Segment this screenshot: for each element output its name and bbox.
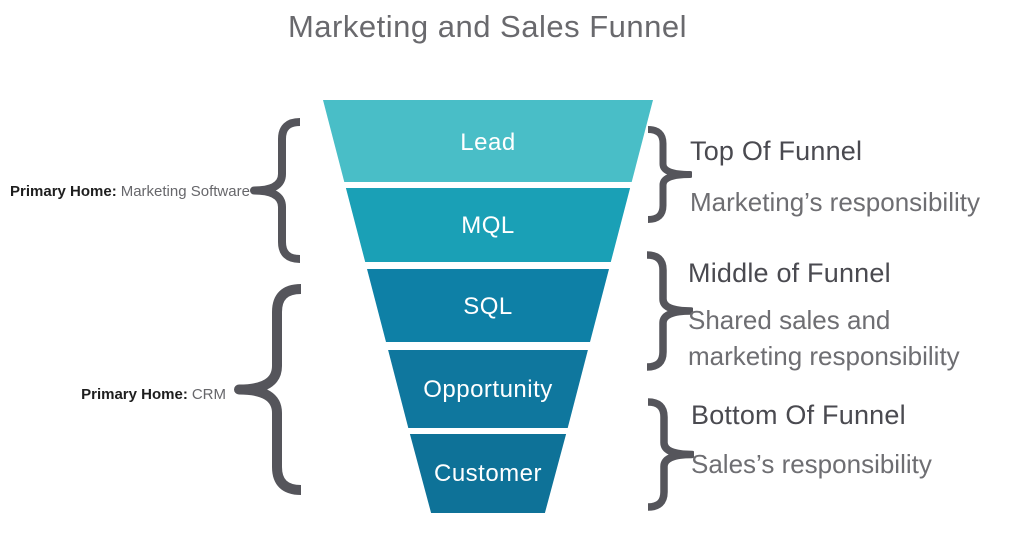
funnel-label-sql: SQL	[463, 293, 513, 320]
funnel-segment-customer	[409, 434, 567, 513]
funnel-segment-opportunity	[388, 350, 588, 428]
left-brace-crm-icon	[234, 284, 302, 495]
annotation-label: Primary Home:	[81, 386, 188, 403]
funnel-segment-mql	[345, 188, 631, 262]
middle-of-funnel-heading: Middle of Funnel	[688, 258, 891, 288]
right-brace-bottom-of-funnel-icon	[647, 398, 694, 511]
funnel-label-customer: Customer	[434, 460, 542, 487]
funnel-label-mql: MQL	[461, 212, 515, 239]
bottom-of-funnel-description: Sales’s responsibility	[691, 449, 932, 479]
bottom-of-funnel-heading: Bottom Of Funnel	[691, 400, 906, 430]
funnel-label-opportunity: Opportunity	[423, 376, 553, 403]
top-of-funnel-heading: Top Of Funnel	[690, 136, 863, 166]
left-brace-marketing-software-icon	[250, 118, 301, 263]
funnel-label-lead: Lead	[460, 129, 515, 156]
annotation-label: Primary Home:	[10, 183, 117, 200]
funnel-segment-sql	[367, 269, 609, 342]
top-of-funnel-description: Marketing’s responsibility	[690, 187, 980, 217]
funnel-chart: Lead MQL SQL Opportunity Customer	[323, 100, 653, 513]
right-brace-top-of-funnel-icon	[647, 126, 692, 223]
annotation-value: Marketing Software	[120, 183, 250, 200]
right-brace-middle-of-funnel-icon	[646, 251, 693, 371]
middle-of-funnel-description: Shared sales and marketing responsibilit…	[688, 305, 960, 371]
funnel-segment-lead	[323, 100, 653, 182]
primary-home-crm-annotation: Primary Home:CRM	[10, 384, 226, 406]
primary-home-marketing-annotation: Primary Home:Marketing Software	[10, 181, 250, 203]
annotation-value: CRM	[191, 386, 226, 403]
diagram-title: Marketing and Sales Funnel	[287, 9, 687, 44]
